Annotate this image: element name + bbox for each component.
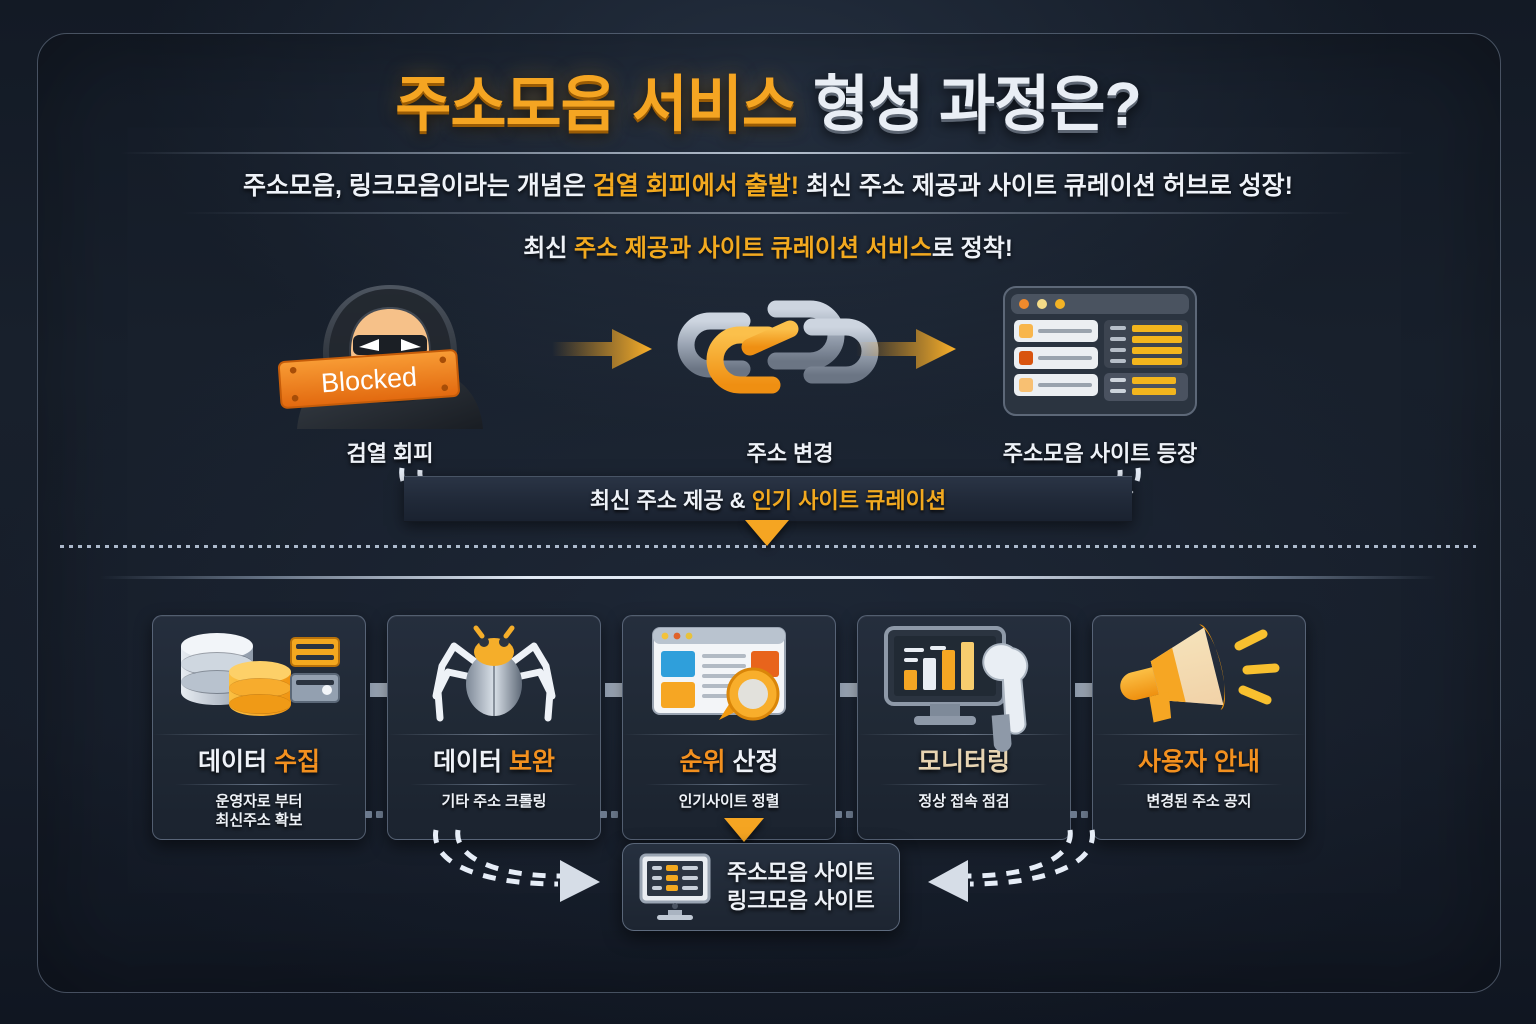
converge-arrow-left-icon [433,829,600,902]
card2-title-a: 데이터 [433,748,509,776]
card-separator [623,734,835,735]
database-stack-icon [153,616,365,734]
card-title-rule [880,784,1048,785]
process-card-4-title: 모니터링 [858,735,1070,778]
title-divider [120,152,1416,154]
top-flow-label-1: 검열 회피 [346,441,434,466]
top-flow-label-2: 주소 변경 [746,441,834,466]
spider-crawler-icon [388,616,600,734]
result-line-2: 링크모음 사이트 [727,888,875,913]
top-flow-item-2: 주소 변경 [640,275,940,468]
card-title-rule [645,784,813,785]
card3-title-b: 산정 [732,748,779,776]
subtitle2-part-c: 사이트 큐레이션 서비스 [697,235,932,262]
dotted-divider [60,545,1476,548]
subtitle-line-2: 최신 주소 제공과 사이트 큐레이션 서비스로 정착! [0,228,1536,263]
process-card-1-subtitle: 운영자로 부터 최신주소 확보 [153,792,365,830]
card3-sub-line1: 인기사이트 정렬 [678,793,780,810]
process-card-3-subtitle: 인기사이트 정렬 [623,792,835,811]
result-box[interactable]: 주소모음 사이트 링크모음 사이트 [622,843,900,931]
process-card-5[interactable]: 사용자 안내 변경된 주소 공지 [1092,615,1306,840]
card3-title-a: 순위 [679,748,733,776]
card5-sub-line1: 변경된 주소 공지 [1146,793,1252,810]
process-card-5-title: 사용자 안내 [1093,735,1305,778]
card-title-rule [410,784,578,785]
hacker-blocked-icon: Blocked [240,275,540,430]
process-card-1[interactable]: 데이터 수집 운영자로 부터 최신주소 확보 [152,615,366,840]
card2-sub-line1: 기타 주소 크롤링 [441,793,547,810]
browser-magnifier-icon [623,616,835,734]
desktop-monitor-list-icon [639,853,711,920]
section-divider [100,576,1436,579]
page-title: 주소모음 서비스 형성 과정은? [0,54,1536,143]
card-title-rule [175,784,343,785]
converge-arrow-right-icon [928,829,1095,902]
subtitle1-part-c: 최신 주소 제공과 사이트 큐레이션 허브로 성장! [799,172,1293,200]
page-title-highlight: 주소모음 서비스 [395,70,798,138]
subtitle-divider [180,212,1356,214]
card1-title-a: 데이터 [198,748,274,776]
curation-band: 최신 주소 제공 & 인기 사이트 큐레이션 [404,476,1132,522]
top-flow-item-1: Blocked 검열 회피 [240,275,540,468]
card2-title-b: 보완 [508,748,555,776]
process-card-2-title: 데이터 보완 [388,735,600,778]
band-text-white: 최신 주소 제공 & [589,488,752,513]
card-separator [1093,734,1305,735]
band-down-triangle-icon [745,520,789,546]
process-card-4-subtitle: 정상 접속 점검 [858,792,1070,811]
megaphone-icon [1093,616,1305,734]
card-separator [388,734,600,735]
result-line-1: 주소모음 사이트 [727,860,875,885]
card-title-rule [1115,784,1283,785]
flow-arrow-2-icon [856,327,956,369]
process-card-2-subtitle: 기타 주소 크롤링 [388,792,600,811]
subtitle1-part-a: 주소모음, 링크모음이라는 개념은 [243,172,593,200]
card1-sub-line2: 최신주소 확보 [215,812,303,829]
subtitle2-part-b: 주소 제공과 [574,235,698,262]
flow-arrow-1-icon [552,327,652,369]
subtitle2-part-d: 로 정착! [931,235,1013,262]
card-separator [153,734,365,735]
process-card-5-subtitle: 변경된 주소 공지 [1093,792,1305,811]
top-flow-label-3: 주소모음 사이트 등장 [1002,441,1198,466]
card4-title-a: 모니터링 [917,748,1010,776]
process-card-1-title: 데이터 수집 [153,735,365,778]
page-title-rest: 형성 과정은? [812,70,1142,138]
card-separator [858,734,1070,735]
svg-text:Blocked: Blocked [320,362,418,399]
subtitle1-part-b: 검열 회피에서 출발! [592,172,800,200]
monitor-chart-wrench-icon [858,616,1070,752]
card5-title-a: 사용자 안내 [1138,748,1260,776]
process-card-3[interactable]: 순위 산정 인기사이트 정렬 [622,615,836,840]
process-card-2[interactable]: 데이터 보완 기타 주소 크롤링 [387,615,601,840]
top-flow-row: Blocked 검열 회피 [0,275,1536,470]
card1-sub-line1: 운영자로 부터 [215,793,303,810]
browser-window-icon [950,275,1250,430]
card1-title-b: 수집 [273,748,320,776]
band-text-orange: 인기 사이트 큐레이션 [751,488,947,513]
process-card-3-title: 순위 산정 [623,735,835,778]
top-flow-item-3: 주소모음 사이트 등장 [950,275,1250,468]
subtitle2-part-a: 최신 [523,235,575,262]
subtitle-line-1: 주소모음, 링크모음이라는 개념은 검열 회피에서 출발! 최신 주소 제공과 … [0,166,1536,202]
process-card-4[interactable]: 모니터링 정상 접속 점검 [857,615,1071,840]
process-cards-row: 데이터 수집 운영자로 부터 최신주소 확보 [0,615,1536,840]
down-triangle-to-result-icon [724,818,764,842]
card4-sub-line1: 정상 접속 점검 [918,793,1010,810]
